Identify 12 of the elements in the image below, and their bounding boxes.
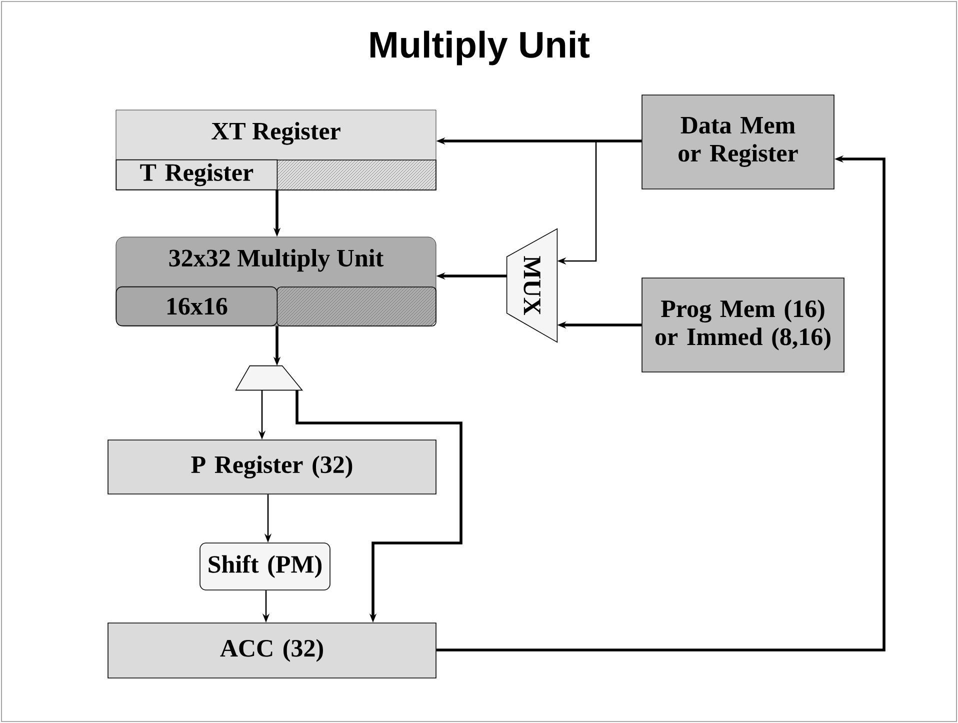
trapezoid-symbol bbox=[235, 365, 304, 391]
multiplier-box bbox=[276, 286, 436, 326]
rounded-box: 16x16 bbox=[116, 286, 278, 326]
register-box: Prog Mem (16) or Immed (8,16) bbox=[642, 278, 844, 372]
register-box: ACC (32) bbox=[108, 622, 436, 678]
register-box bbox=[276, 160, 436, 190]
mux-trapezoid: MUX bbox=[506, 228, 558, 343]
title: Multiply Unit bbox=[370, 30, 590, 66]
register-box: Data Mem or Register bbox=[642, 94, 834, 190]
rounded-box: Shift (PM) bbox=[200, 542, 330, 590]
register-box: T Register bbox=[116, 159, 278, 190]
register-box: P Register (32) bbox=[108, 440, 436, 494]
